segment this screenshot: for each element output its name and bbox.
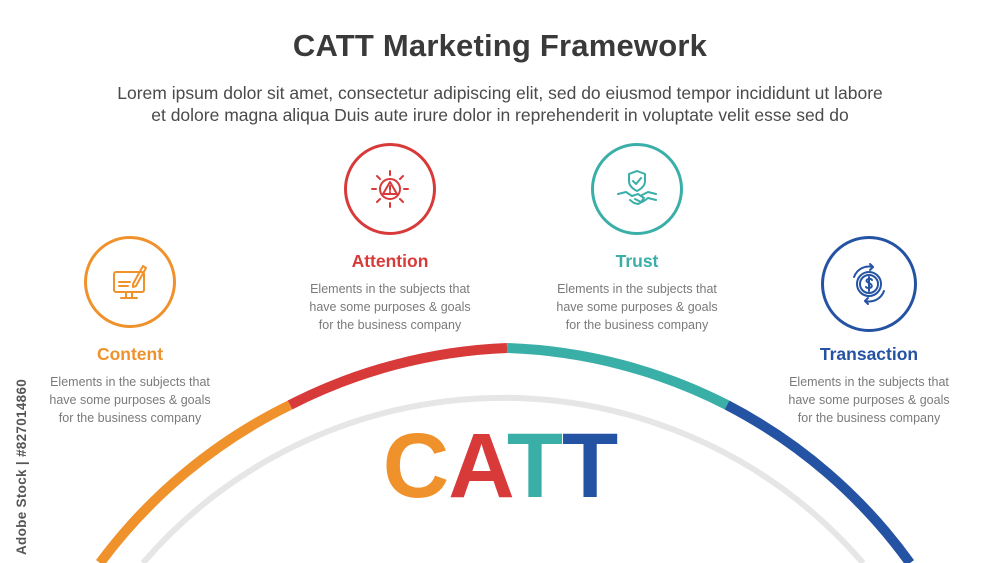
- transaction-ring: [821, 236, 917, 332]
- catt-letter-a: A: [448, 415, 508, 517]
- trust-desc-line: Elements in the subjects that: [557, 282, 717, 296]
- step-trust: Trust Elements in the subjects that have…: [537, 143, 737, 334]
- catt-letter-t2: T: [562, 415, 618, 517]
- arc-segment-content: [95, 400, 293, 563]
- trust-desc-line: for the business company: [565, 318, 709, 332]
- content-label: Content: [96, 344, 164, 364]
- arc-segment-trust: [506, 343, 730, 410]
- content-ring: [84, 236, 176, 328]
- content-desc-line: have some purposes & goals: [49, 393, 211, 407]
- attention-label: Attention: [351, 251, 429, 271]
- dollar-exchange-icon: [853, 263, 885, 305]
- step-attention: Attention Elements in the subjects that …: [290, 143, 490, 334]
- handshake-shield-icon: [617, 170, 657, 205]
- attention-description: Elements in the subjects that have some …: [290, 280, 490, 334]
- transaction-label: Transaction: [819, 344, 919, 364]
- attention-desc-line: have some purposes & goals: [309, 300, 471, 314]
- catt-wordmark: CATT: [0, 420, 1000, 512]
- content-desc-line: for the business company: [58, 411, 202, 425]
- watermark-text: Adobe Stock | #827014860: [14, 378, 29, 555]
- trust-desc-line: have some purposes & goals: [556, 300, 718, 314]
- subtitle-line-2: et dolore magna aliqua Duis aute irure d…: [151, 105, 849, 125]
- content-desc-line: Elements in the subjects that: [50, 375, 210, 389]
- transaction-desc-line: for the business company: [797, 411, 941, 425]
- content-description: Elements in the subjects that have some …: [30, 373, 230, 427]
- subtitle: Lorem ipsum dolor sit amet, consectetur …: [40, 82, 960, 126]
- step-transaction: Transaction Elements in the subjects tha…: [769, 236, 969, 427]
- catt-letter-t1: T: [506, 415, 563, 517]
- arc-segment-transaction: [724, 400, 915, 563]
- arc-segment-attention: [287, 343, 508, 410]
- catt-letter-c: C: [382, 415, 449, 517]
- trust-ring: [591, 143, 683, 235]
- alert-icon: [371, 170, 409, 208]
- trust-description: Elements in the subjects that have some …: [537, 280, 737, 334]
- inner-arc: [140, 394, 866, 563]
- step-content: Content Elements in the subjects that ha…: [30, 236, 230, 427]
- computer-edit-icon: [113, 265, 147, 299]
- transaction-description: Elements in the subjects that have some …: [769, 373, 969, 427]
- trust-label: Trust: [615, 251, 659, 271]
- attention-desc-line: Elements in the subjects that: [310, 282, 470, 296]
- transaction-desc-line: have some purposes & goals: [788, 393, 950, 407]
- attention-desc-line: for the business company: [318, 318, 462, 332]
- transaction-desc-line: Elements in the subjects that: [789, 375, 949, 389]
- page-title: CATT Marketing Framework: [292, 28, 708, 63]
- subtitle-line-1: Lorem ipsum dolor sit amet, consectetur …: [117, 83, 883, 103]
- attention-ring: [344, 143, 436, 235]
- stock-watermark: Adobe Stock | #827014860: [14, 325, 34, 555]
